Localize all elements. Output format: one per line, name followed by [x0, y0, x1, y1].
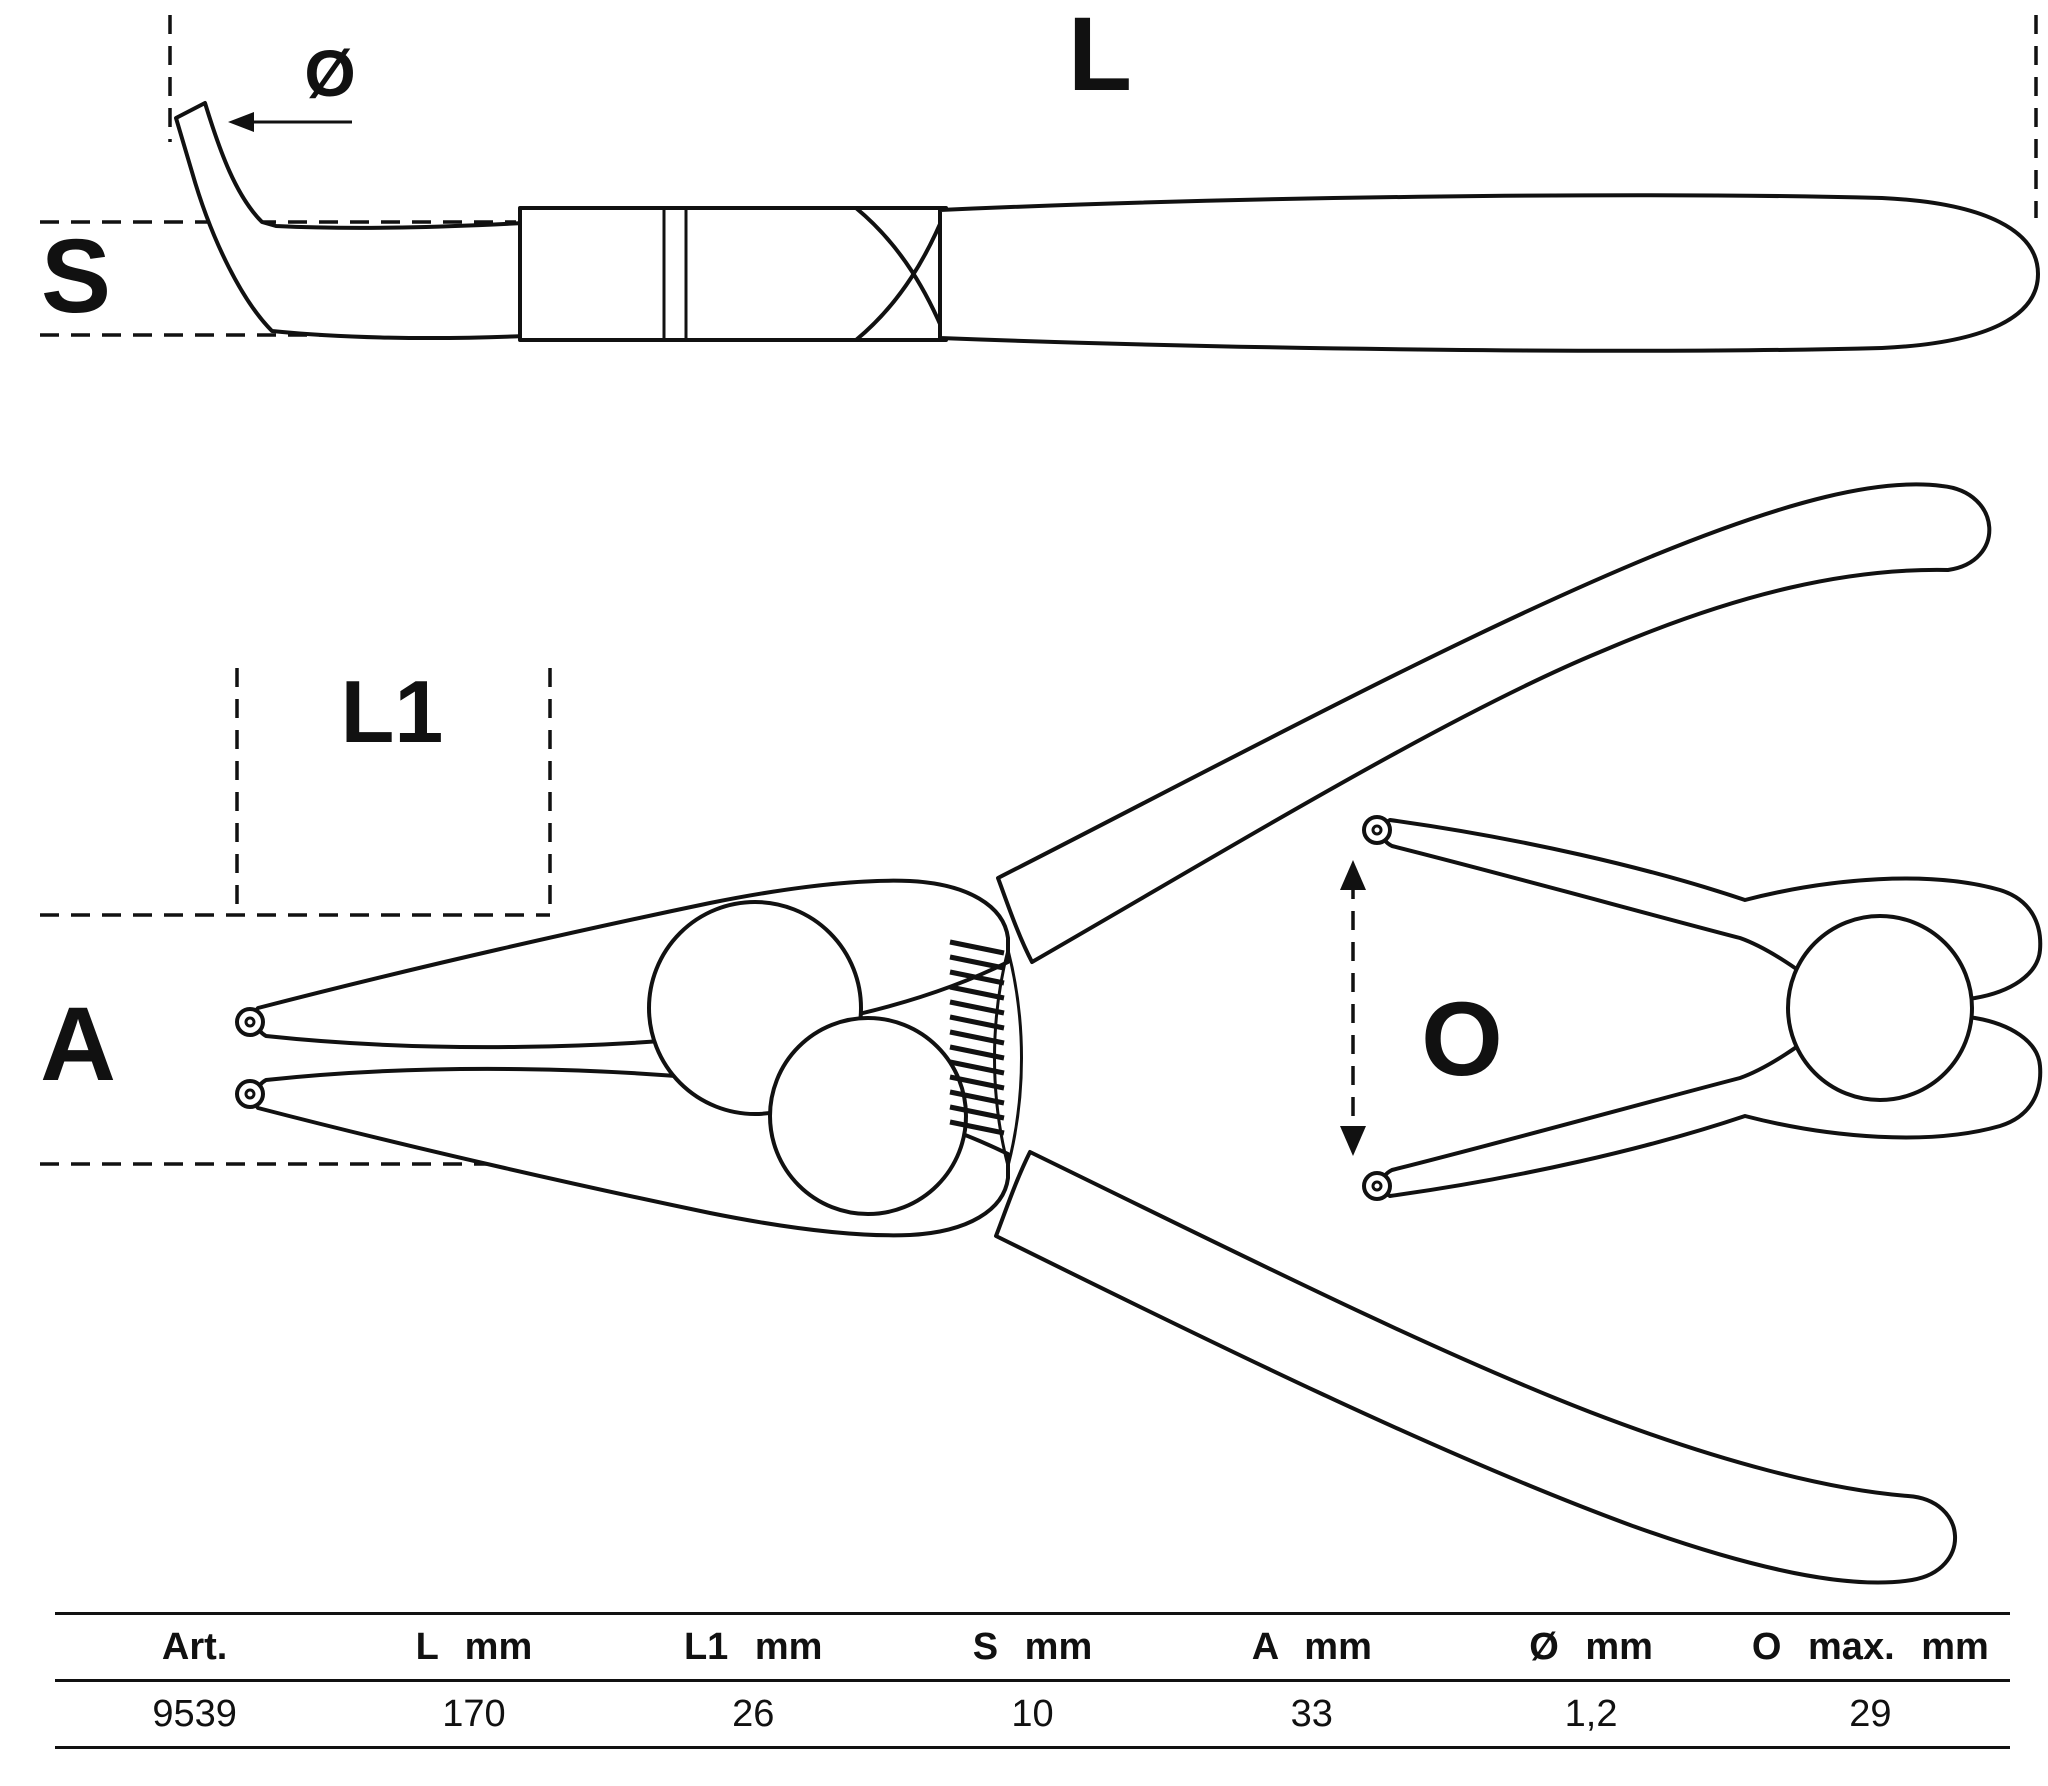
spec-table: Art. L mm L1 mm S mm A mm Ø mm O max. mm… [55, 1612, 2010, 1749]
header-s-mm: S mm [972, 1626, 1093, 1668]
lower-handle [994, 1150, 1957, 1585]
upper-jaw-tip-hole [244, 1016, 256, 1028]
label-O: O [1421, 981, 1503, 1098]
pivot-curve-right [1006, 949, 1023, 1167]
value-s-mm: 10 [1011, 1693, 1054, 1735]
side-view-bent-tip-arm [174, 101, 526, 341]
value-art: 9539 [152, 1693, 237, 1735]
upper-handle [996, 482, 1992, 964]
spring-coil [949, 939, 1005, 1136]
dim-O-arrowhead-down [1340, 1126, 1366, 1156]
side-view: L Ø S [40, 0, 2040, 353]
top-view: L1 A [40, 482, 1992, 1585]
header-diameter-mm: Ø mm [1529, 1626, 1653, 1668]
head-lobe-lower [768, 1016, 968, 1216]
spec-table-value-row: 9539 170 26 10 33 1,2 29 [55, 1682, 2010, 1749]
label-diameter: Ø [304, 36, 355, 110]
jaw-opening-detail-view: O [1340, 815, 2043, 1201]
label-L1: L1 [341, 662, 444, 761]
detail-lower-tip-hole [1371, 1180, 1383, 1192]
label-A: A [40, 986, 116, 1103]
header-l-mm: L mm [415, 1626, 533, 1668]
value-a-mm: 33 [1290, 1693, 1333, 1735]
value-o-max-mm: 29 [1849, 1693, 1892, 1735]
lower-jaw-tip [235, 1079, 265, 1109]
label-S: S [41, 218, 111, 335]
header-o-max-mm: O max. mm [1751, 1626, 1989, 1668]
label-L: L [1068, 0, 1132, 113]
detail-upper-tip-hole [1371, 824, 1383, 836]
spec-table-header-row: Art. L mm L1 mm S mm A mm Ø mm O max. mm [55, 1612, 2010, 1682]
dim-O-arrowhead-up [1340, 860, 1366, 890]
header-l1-mm: L1 mm [683, 1626, 823, 1668]
lower-jaw-tip-hole [244, 1088, 256, 1100]
side-view-head [518, 206, 948, 342]
side-view-handle [938, 193, 2040, 353]
header-art: Art. [161, 1626, 228, 1668]
detail-lower-tip [1362, 1171, 1392, 1201]
value-diameter-mm: 1,2 [1564, 1693, 1618, 1735]
upper-jaw-tip [235, 1007, 265, 1037]
header-a-mm: A mm [1251, 1626, 1372, 1668]
value-l1-mm: 26 [732, 1693, 775, 1735]
detail-upper-tip [1362, 815, 1392, 845]
detail-head-lobe [1786, 914, 1974, 1102]
diameter-arrowhead [228, 112, 254, 132]
value-l-mm: 170 [442, 1693, 506, 1735]
